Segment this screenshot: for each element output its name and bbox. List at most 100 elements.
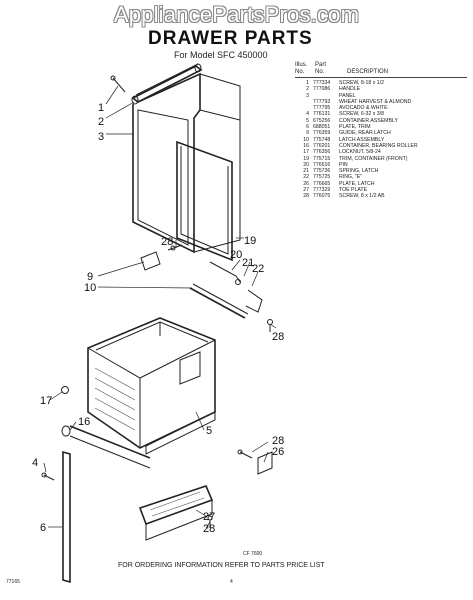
parts-table-row: 16 776201 CONTAINER, BEARING ROLLER: [295, 143, 467, 149]
part-number-cell: 775748: [313, 136, 331, 143]
screw-part-4: [41, 472, 55, 481]
front-panel-part: [132, 72, 241, 254]
description-cell: TRIM, CONTAINER (FRONT): [339, 155, 408, 162]
callout-1: 1: [98, 102, 104, 114]
description-cell: SCREW, 8-18 x 1/2: [339, 80, 384, 86]
callout-4: 4: [32, 457, 38, 469]
part-number-cell: 777795: [313, 105, 331, 112]
description-cell: WHEAT HARVEST & ALMOND: [339, 98, 412, 105]
description-cell: PLATE, TRIM: [339, 124, 371, 131]
parts-table-row: 777795 AVOCADO & WHITE: [295, 105, 467, 111]
description-cell: CONTAINER, BEARING ROLLER: [339, 142, 418, 149]
description-cell: TOE PLATE: [339, 187, 368, 194]
part-number-cell: 777086: [313, 86, 331, 93]
callout-17: 17: [40, 395, 52, 407]
part-number-cell: 776359: [313, 130, 331, 137]
illus-number-cell: 2: [306, 86, 309, 93]
illus-number-cell: 6: [306, 124, 309, 131]
container-assembly-part: [87, 317, 216, 455]
parts-table-row: 17 776356 LOCKNUT, 5/8-24: [295, 149, 467, 155]
rear-latch-guide-part: [140, 244, 183, 271]
callout-3: 3: [98, 131, 104, 143]
parts-table-row: 21 775736 SPRING, LATCH: [295, 168, 467, 174]
part-number-cell: 675256: [313, 117, 331, 124]
callout-26: 26: [272, 446, 284, 458]
illus-number-cell: 1: [306, 80, 309, 86]
parts-table-header: Illus. No. Part No. DESCRIPTION: [295, 62, 467, 76]
part-number-cell: 776201: [313, 142, 331, 149]
header-description: DESCRIPTION: [347, 69, 389, 75]
callout-10: 10: [84, 282, 96, 294]
figure-number: CF 7600: [243, 551, 263, 557]
screw-part-1: [110, 75, 126, 93]
parts-table-row: 3 PANEL: [295, 93, 467, 99]
part-number-cell: 775736: [313, 168, 331, 175]
description-cell: SCREW, 6-32 x 3/8: [339, 111, 384, 118]
description-cell: AVOCADO & WHITE: [339, 105, 388, 112]
callout-16: 16: [78, 416, 90, 428]
toe-plate-screw-part: [207, 515, 213, 528]
illus-number-cell: 10: [303, 136, 309, 143]
description-cell: PANEL: [339, 92, 356, 99]
leader-lines: [43, 85, 277, 529]
illus-number-cell: 4: [306, 111, 309, 118]
illus-number-cell: 28: [303, 193, 309, 200]
header-part-no: Part No.: [315, 62, 327, 75]
illus-number-cell: 5: [306, 117, 309, 124]
illus-number-cell: 21: [303, 168, 309, 175]
illus-number-cell: 16: [303, 142, 309, 149]
callout-2: 2: [98, 116, 104, 128]
watermark: AppliancePartsPros.com: [113, 2, 360, 27]
description-cell: GUIDE, REAR LATCH: [339, 130, 391, 137]
description-cell: SCREW, 8 x 1/2 AB: [339, 193, 385, 200]
parts-table-row: 2 777086 HANDLE: [295, 86, 467, 92]
description-cell: SPRING, LATCH: [339, 168, 379, 175]
latch-plate-part: [237, 449, 273, 475]
page-title: DRAWER PARTS: [148, 28, 313, 49]
callout-28-b: 28: [272, 331, 284, 343]
callout-6: 6: [40, 522, 46, 534]
illus-number-cell: 3: [306, 92, 309, 99]
parts-table-row: 20 776516 PIN: [295, 162, 467, 168]
locknut-part: [61, 386, 69, 394]
parts-table-row: 9 776359 GUIDE, REAR LATCH: [295, 130, 467, 136]
illus-number-cell: 22: [303, 174, 309, 181]
illus-number-cell: 20: [303, 161, 309, 168]
illus-number-cell: 17: [303, 149, 309, 156]
callout-22: 22: [252, 263, 264, 275]
description-cell: PLATE, LATCH: [339, 180, 375, 187]
handle-part: [131, 63, 203, 105]
callout-28-a: 28: [161, 236, 173, 248]
description-cell: LOCKNUT, 5/8-24: [339, 149, 381, 156]
illus-number-cell: 26: [303, 180, 309, 187]
part-number-cell: 776356: [313, 149, 331, 156]
page-subtitle: For Model SFC 450000: [174, 50, 268, 60]
illus-number-cell: 9: [306, 130, 309, 137]
description-cell: RING, "E": [339, 174, 362, 181]
callout-27: 27: [203, 511, 215, 523]
description-cell: HANDLE: [339, 86, 361, 93]
container-trim-part: [176, 140, 233, 262]
part-number-cell: 776516: [313, 161, 331, 168]
callout-19: 19: [244, 235, 256, 247]
document-number: 77165: [6, 579, 20, 585]
trim-plate-part: [62, 450, 71, 584]
bearing-roller-part: [61, 425, 151, 469]
callout-21: 21: [242, 257, 254, 269]
description-cell: PIN: [339, 161, 348, 168]
callout-5: 5: [206, 425, 212, 437]
part-number-cell: 688051: [313, 124, 331, 131]
callout-28-d: 28: [203, 523, 215, 535]
header-illus-no: Illus. No.: [295, 62, 308, 75]
illus-number-cell: 27: [303, 187, 309, 194]
ordering-info-note: FOR ORDERING INFORMATION REFER TO PARTS …: [118, 562, 325, 569]
toe-plate-part: [138, 485, 214, 541]
